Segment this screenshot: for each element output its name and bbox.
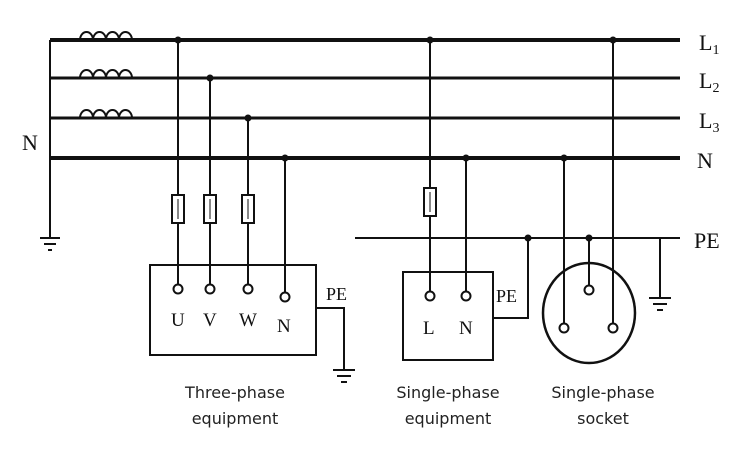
label-l1: L1: [699, 30, 719, 58]
ground-symbol-pe: [649, 297, 671, 311]
terminal-label-l-1ph: L: [423, 318, 435, 339]
terminal-label-n-1ph: N: [459, 318, 473, 339]
socket-pin-n: [558, 322, 570, 334]
terminal-l-1ph: [424, 290, 436, 302]
pe-wire-1ph: [493, 238, 529, 319]
bus-labels: L1 L2 L3 N PE N: [22, 30, 720, 253]
label-l3: L3: [699, 108, 719, 136]
terminal-u: [172, 283, 184, 295]
label-n-left: N: [22, 130, 38, 155]
pe-junction-socket: [585, 234, 593, 242]
terminal-label-w: W: [239, 310, 257, 331]
coil-l2: [79, 69, 133, 79]
single-phase-equipment-box: [402, 271, 494, 361]
terminal-label-u: U: [171, 310, 185, 331]
caption-socket-2: socket: [577, 409, 629, 428]
label-n-right: N: [697, 148, 713, 173]
pe-label-3ph: PE: [326, 284, 347, 304]
label-pe-right: PE: [694, 228, 720, 253]
coil-l3: [79, 109, 133, 119]
caption-single-equip-1: Single-phase: [396, 383, 499, 402]
single-phase-socket: [541, 261, 637, 365]
pe-label-1ph: PE: [496, 286, 517, 306]
caption-socket-1: Single-phase: [551, 383, 654, 402]
caption-three-phase-2: equipment: [192, 409, 279, 428]
terminal-n-1ph: [460, 290, 472, 302]
pe-wire-3ph: [316, 307, 345, 370]
terminal-labels: U V W N PE L N PE: [171, 284, 517, 339]
caption-single-equip-2: equipment: [405, 409, 492, 428]
bus-junctions: [174, 36, 617, 162]
pe-junction-1ph: [524, 234, 532, 242]
terminal-label-n-3ph: N: [277, 316, 291, 337]
ground-symbol-3ph: [333, 369, 355, 383]
caption-three-phase-1: Three-phase: [184, 383, 285, 402]
label-l2: L2: [699, 68, 719, 96]
three-phase-equipment-box: [149, 264, 317, 356]
socket-pin-l: [607, 322, 619, 334]
coil-l1: [79, 31, 133, 41]
ground-symbol-source: [40, 237, 60, 251]
terminal-v: [204, 283, 216, 295]
terminal-label-v: V: [203, 310, 217, 331]
terminal-w: [242, 283, 254, 295]
terminal-n-3ph: [279, 291, 291, 303]
socket-pin-pe: [583, 284, 595, 296]
captions: Three-phase equipment Single-phase equip…: [184, 383, 655, 428]
